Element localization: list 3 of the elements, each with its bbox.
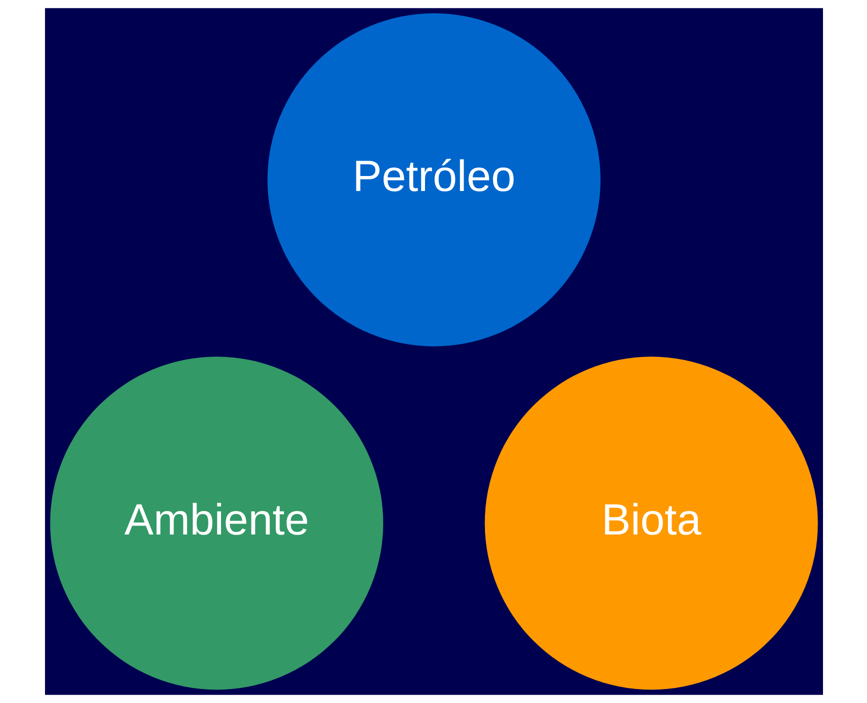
node-circle: Biota [484, 356, 818, 690]
node-circle: Ambiente [50, 356, 383, 690]
node-circle: Petróleo [266, 13, 600, 346]
